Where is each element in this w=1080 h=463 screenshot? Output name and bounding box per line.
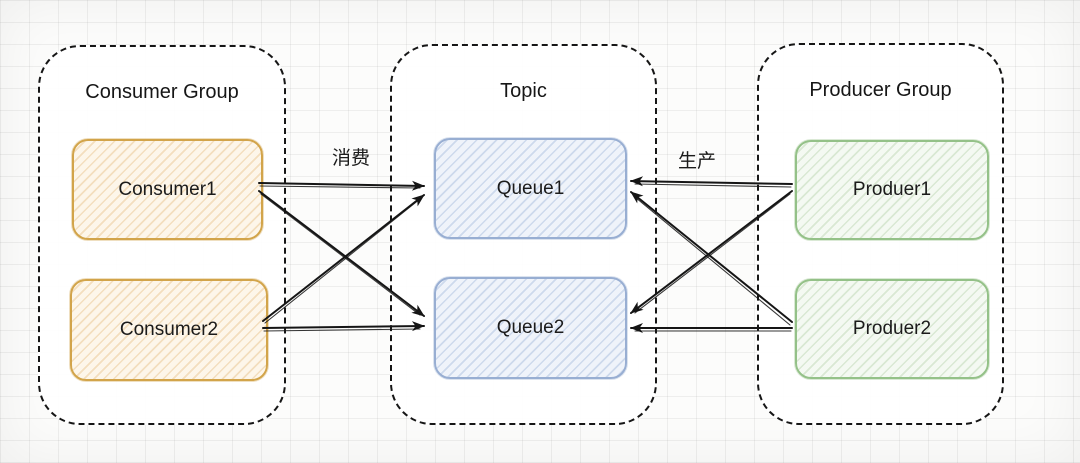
producer2-label: Produer2 [852, 318, 932, 339]
consumer-group-title: Consumer Group [85, 81, 239, 103]
producer2-node: Produer2 [795, 279, 989, 379]
queue1-label: Queue1 [496, 177, 565, 199]
producer1-node: Produer1 [795, 140, 989, 240]
consumer-group-container: Consumer Group Consumer1 Consumer2 [38, 45, 286, 425]
producer-group-title: Producer Group [809, 79, 952, 101]
queue2-node: Queue2 [434, 277, 627, 379]
consumer2-label: Consumer2 [119, 319, 219, 340]
consumer1-label: Consumer1 [118, 178, 217, 200]
topic-title: Topic [500, 80, 547, 102]
produce-edge-label: 生产 [678, 151, 717, 172]
consume-edge-label: 消费 [332, 148, 371, 169]
producer-group-container: Producer Group Produer1 Produer2 [757, 43, 1004, 425]
producer1-label: Produer1 [852, 179, 932, 200]
topic-container: Topic Queue1 Queue2 [390, 44, 657, 425]
consumer2-node: Consumer2 [70, 279, 268, 381]
consumer1-node: Consumer1 [72, 139, 263, 240]
queue1-node: Queue1 [434, 138, 627, 239]
queue2-label: Queue2 [496, 317, 565, 338]
